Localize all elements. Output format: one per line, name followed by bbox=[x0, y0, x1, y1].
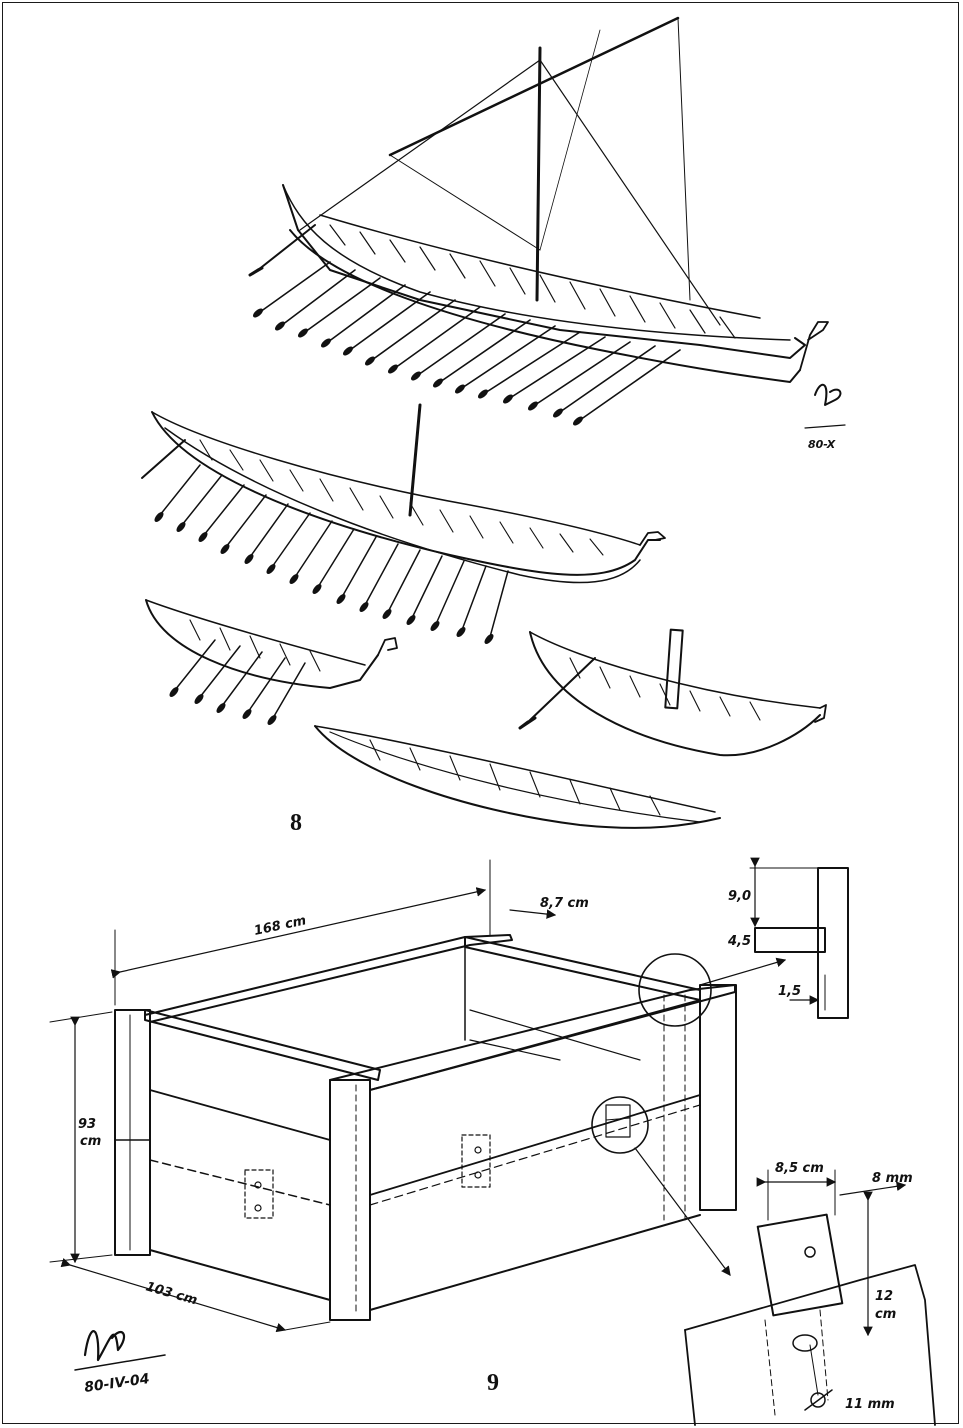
dim-detail-gap: 9,0 bbox=[728, 889, 751, 904]
galley-with-mast bbox=[141, 403, 666, 644]
dim-detail-height-unit: cm bbox=[875, 1307, 896, 1322]
dimension-labels: 168 cm 103 cm 93 cm 8,7 cm 9,0 4,5 1,5 8… bbox=[78, 889, 913, 1412]
dim-detail-pin: 11 mm bbox=[845, 1397, 895, 1412]
signature-fig9: 80-IV-04 bbox=[74, 1330, 166, 1396]
figure-number-8: 8 bbox=[290, 810, 302, 836]
dim-detail-width: 8,5 cm bbox=[775, 1161, 824, 1176]
chest-drawing bbox=[49, 857, 936, 1426]
dim-detail-height-value: 12 bbox=[875, 1289, 893, 1304]
dim-plank-top: 8,7 cm bbox=[540, 896, 589, 911]
small-rowing-boat bbox=[145, 599, 398, 725]
dim-length: 168 cm bbox=[253, 913, 308, 939]
signature-fig9-date: 80-IV-04 bbox=[83, 1371, 150, 1396]
dim-detail-beam: 4,5 bbox=[727, 934, 751, 949]
boat-with-stub-mast bbox=[518, 628, 827, 757]
figure-number-9: 9 bbox=[487, 1370, 499, 1396]
dim-detail-plate: 8 mm bbox=[872, 1171, 913, 1186]
flat-boat bbox=[314, 725, 721, 829]
dim-detail-thickness: 1,5 bbox=[778, 984, 801, 999]
signature-fig8-date: 80-X bbox=[808, 438, 836, 451]
dim-depth: 103 cm bbox=[144, 1279, 199, 1308]
signature-fig8: 80-X bbox=[804, 383, 846, 451]
dim-height-unit: cm bbox=[80, 1134, 101, 1149]
dim-height-value: 93 bbox=[78, 1117, 96, 1132]
galley-with-sail bbox=[248, 16, 829, 426]
